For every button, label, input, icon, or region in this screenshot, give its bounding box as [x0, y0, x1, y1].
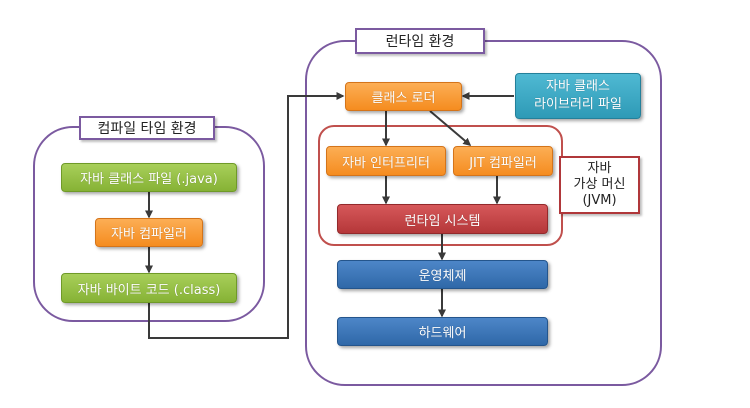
- class-library-box: 자바 클래스 라이브러리 파일: [515, 73, 641, 119]
- jvm-label-line3: (JVM): [582, 193, 617, 208]
- arrow-classloader-to-jit: [429, 110, 472, 146]
- hardware-box: 하드웨어: [337, 317, 548, 346]
- java-interpreter-box: 자바 인터프리터: [326, 146, 446, 176]
- java-bytecode-box: 자바 바이트 코드 (.class): [61, 273, 237, 303]
- jvm-label: 자바 가상 머신 (JVM): [559, 156, 640, 214]
- jvm-label-line2: 가상 머신: [573, 177, 626, 192]
- runtime-system-box: 런타임 시스템: [337, 204, 548, 234]
- class-library-line1: 자바 클래스: [546, 79, 610, 94]
- compile-time-title: 컴파일 타임 환경: [79, 116, 215, 140]
- jit-compiler-box: JIT 컴파일러: [453, 146, 553, 176]
- arrow-bytecode-to-classloader: [148, 92, 345, 339]
- java-source-file-box: 자바 클래스 파일 (.java): [61, 163, 237, 192]
- class-library-line2: 라이브러리 파일: [534, 97, 622, 112]
- java-compiler-box: 자바 컴파일러: [95, 218, 203, 247]
- operating-system-box: 운영체제: [337, 260, 548, 289]
- jvm-label-line1: 자바: [587, 161, 612, 176]
- runtime-title: 런타임 환경: [355, 28, 485, 54]
- class-loader-box: 클래스 로더: [345, 82, 462, 111]
